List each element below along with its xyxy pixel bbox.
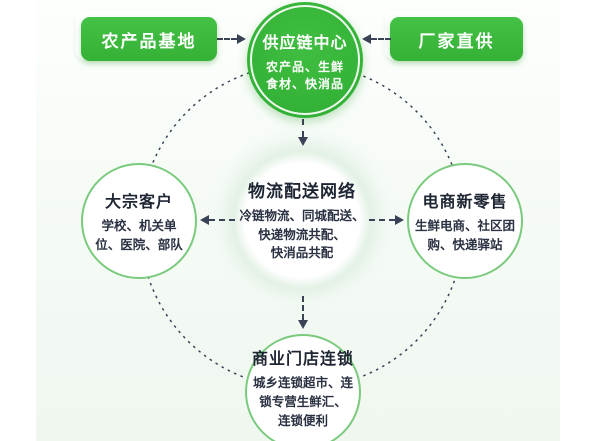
- logistics-line-3: 快消品共配: [270, 245, 334, 261]
- arrow-logistics-to-ecommerce: [369, 215, 404, 225]
- arrowhead-down-icon: [298, 320, 308, 329]
- ecommerce-line-1: 生鲜电商、社区团: [414, 217, 515, 233]
- retail-chain-line-1: 城乡连锁超市、连: [252, 375, 353, 391]
- arrow-dash: [209, 219, 235, 221]
- arrow-logistics-to-bulk: [200, 215, 235, 225]
- logistics-line-1: 冷链物流、同城配送、: [239, 207, 365, 223]
- factory-box: 厂家直供: [390, 17, 523, 61]
- logistics-line-2: 快递物流共配、: [258, 226, 346, 242]
- logistics-title: 物流配送网络: [248, 181, 356, 202]
- bulk-customers-node: 大宗客户 学校、机关单 位、医院、部队: [81, 163, 197, 279]
- arrow-farm-to-hub: [217, 34, 246, 44]
- farm-box-label: 农产品基地: [101, 31, 197, 52]
- arrowhead-left-icon: [362, 34, 371, 44]
- arrow-logistics-to-retail: [298, 296, 308, 329]
- arrow-hub-to-logistics: [298, 119, 308, 146]
- arrow-dash: [217, 38, 237, 40]
- supply-chain-hub-node: 供应链中心 农产品、生鲜 食材、快消品: [247, 2, 363, 118]
- logistics-network-node: 物流配送网络 冷链物流、同城配送、 快递物流共配、 快消品共配: [207, 125, 397, 315]
- retail-chain-node: 商业门店连锁 城乡连锁超市、连 锁专营生鲜汇、 连锁便利: [245, 334, 361, 441]
- arrowhead-right-icon: [395, 215, 404, 225]
- arrow-dash: [302, 119, 304, 137]
- farm-box: 农产品基地: [81, 17, 217, 61]
- arrowhead-right-icon: [237, 34, 246, 44]
- hub-line-1: 农产品、生鲜: [265, 59, 344, 74]
- arrow-factory-to-hub: [362, 34, 391, 44]
- ecommerce-title: 电商新零售: [422, 191, 508, 211]
- retail-chain-line-3: 连锁便利: [277, 412, 328, 428]
- ecommerce-line-2: 购、快递驿站: [427, 236, 503, 252]
- bulk-customers-line-1: 学校、机关单: [101, 217, 177, 233]
- arrow-dash: [302, 296, 304, 320]
- bulk-customers-title: 大宗客户: [104, 191, 173, 211]
- retail-chain-line-2: 锁专营生鲜汇、: [259, 394, 347, 410]
- bulk-customers-line-2: 位、医院、部队: [95, 236, 183, 252]
- hub-title: 供应链中心: [262, 32, 348, 52]
- arrow-dash: [371, 38, 391, 40]
- factory-box-label: 厂家直供: [418, 31, 495, 52]
- hub-inner-ring: [250, 5, 360, 115]
- arrowhead-left-icon: [200, 215, 209, 225]
- arrowhead-down-icon: [298, 137, 308, 146]
- hub-line-2: 食材、快消品: [265, 77, 344, 91]
- retail-chain-title: 商业门店连锁: [251, 349, 354, 369]
- ecommerce-retail-node: 电商新零售 生鲜电商、社区团 购、快递驿站: [407, 163, 523, 279]
- arrow-dash: [369, 219, 395, 221]
